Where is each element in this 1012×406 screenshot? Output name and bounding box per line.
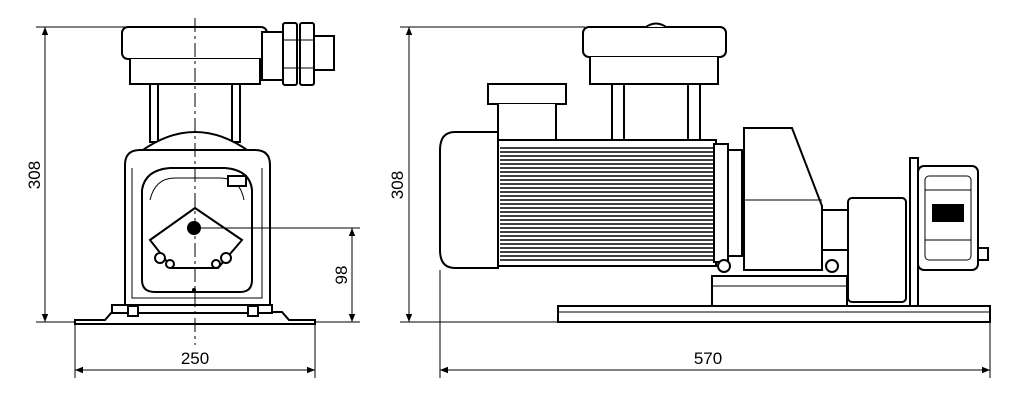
side-terminal-box-knob (645, 22, 667, 28)
front-dim-shaft-height: 98 (315, 228, 360, 323)
side-gearbox (743, 127, 823, 271)
side-pump-plate (909, 157, 919, 307)
front-latch (227, 175, 247, 187)
side-junction-box-lid (487, 83, 567, 105)
front-cable-gland-neck (261, 31, 286, 81)
front-post-right (231, 83, 241, 143)
side-pump-rotor (932, 204, 964, 222)
front-dim-height: 308 (25, 26, 125, 323)
front-motor-dome (136, 131, 254, 153)
side-flange (713, 143, 729, 263)
side-junction-box-body (497, 104, 557, 141)
front-view (74, 22, 335, 325)
front-rotor-hub (187, 221, 201, 235)
front-height-label: 308 (25, 161, 44, 189)
front-shaft-height-label: 98 (332, 266, 351, 285)
side-motor-body (497, 139, 717, 267)
side-height-label: 308 (388, 171, 407, 199)
front-post-left (149, 83, 159, 143)
side-pump-body (847, 197, 907, 303)
front-cable-gland-1 (282, 22, 298, 86)
side-dim-length: 570 (439, 270, 991, 378)
front-cable-gland-2 (299, 22, 315, 86)
side-dim-height: 308 (388, 26, 585, 323)
side-motor-end-cap (439, 131, 499, 269)
side-motor-foot (711, 275, 848, 307)
side-length-label: 570 (694, 349, 722, 368)
front-base-frame (111, 304, 273, 314)
side-terminal-box-body (589, 57, 719, 85)
front-width-label: 250 (181, 349, 209, 368)
front-cable-gland-end (313, 35, 335, 71)
front-dim-width: 250 (74, 322, 316, 378)
side-view (439, 22, 991, 323)
side-terminal-box-lid (582, 26, 727, 58)
side-coupling (821, 209, 849, 251)
side-motor-fins (500, 147, 714, 261)
side-flange-2 (727, 149, 743, 257)
side-base-rail (557, 305, 991, 323)
